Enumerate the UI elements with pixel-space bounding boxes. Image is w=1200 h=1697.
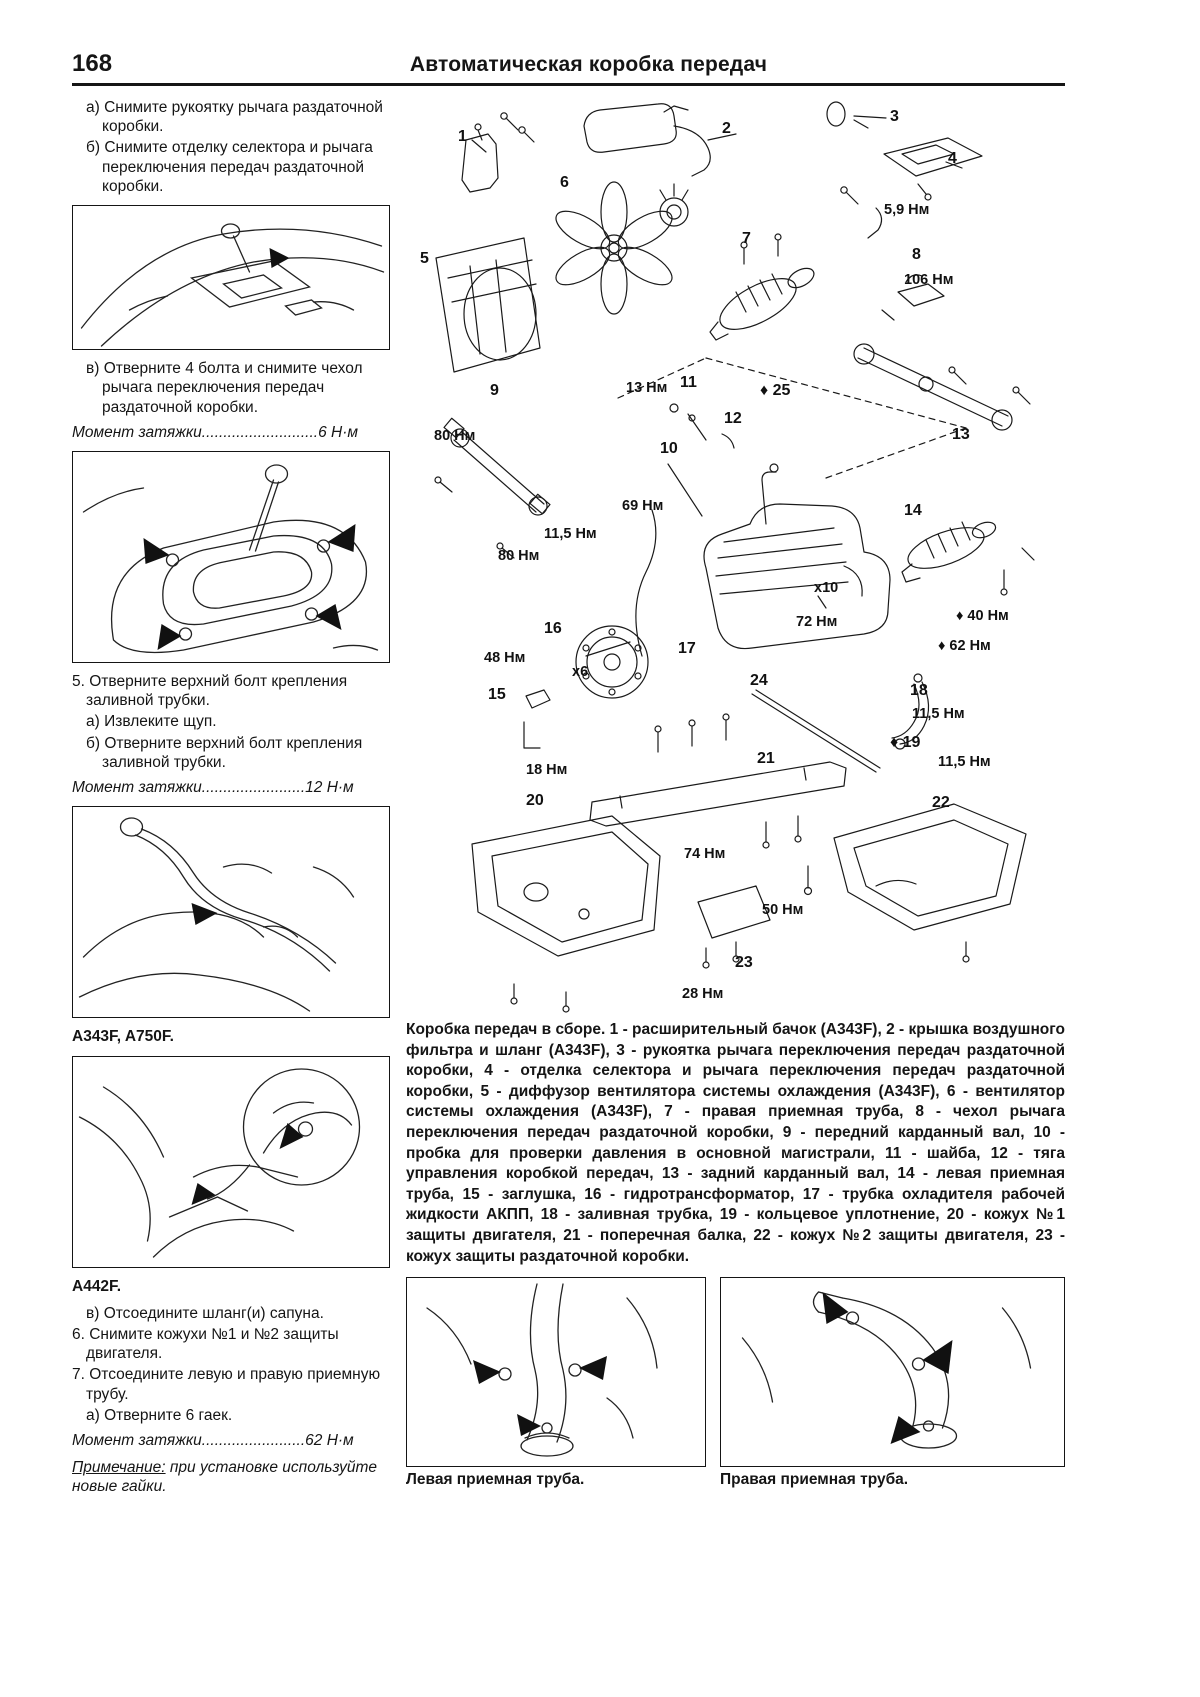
step-text: 7. Отсоедините левую и правую приемную т… xyxy=(72,1366,381,1403)
diagram-label: 23 xyxy=(735,954,753,971)
content-columns: а) Снимите рукоятку рычага раздаточной к… xyxy=(72,96,1065,1497)
step-text: б) Отверните верхний болт крепления зали… xyxy=(86,734,363,771)
model-label: A442F. xyxy=(72,1277,122,1295)
engine-a442f-illustration xyxy=(78,1067,361,1258)
diagram-label: 13 xyxy=(952,426,970,443)
diagram-label: 12 xyxy=(724,410,742,427)
diagram-label: 18 xyxy=(910,682,928,699)
right-pipe-illustration xyxy=(741,1291,1032,1449)
diagram-label: 80 Нм xyxy=(498,548,540,564)
dipstick-illustration xyxy=(78,817,355,1012)
diagram-label: 4 xyxy=(948,150,957,167)
model-label: A343F, A750F. xyxy=(72,1028,174,1046)
bottom-caption-left: Левая приемная труба. xyxy=(406,1471,585,1489)
diagram-label: 106 Нм xyxy=(904,272,954,288)
diagram-label: 3 xyxy=(890,108,899,125)
diagram-label: 17 xyxy=(678,640,696,657)
bottom-caption-right: Правая приемная труба. xyxy=(720,1471,909,1489)
step-text: а) Отверните 6 гаек. xyxy=(86,1406,233,1424)
diagram-label: 9 xyxy=(490,382,499,399)
torque-spec: Момент затяжки........................62… xyxy=(72,1432,354,1450)
diagram-label: 24 xyxy=(750,672,768,689)
diagram-label: 50 Нм xyxy=(762,902,804,918)
diagram-label: 15 xyxy=(488,686,506,703)
figure-shift-console xyxy=(72,205,390,351)
diagram-label: 48 Нм xyxy=(484,650,526,666)
note-text: Примечание: при установке используйте но… xyxy=(72,1458,390,1496)
diagram-label: 69 Нм xyxy=(622,498,664,514)
diagram-label: х10 xyxy=(814,580,839,596)
bottom-figure-left: Левая приемная труба. xyxy=(406,1277,706,1489)
diagram-label: 7 xyxy=(742,230,751,247)
left-column: а) Снимите рукоятку рычага раздаточной к… xyxy=(72,96,390,1497)
shift-boot-illustration xyxy=(82,464,379,654)
bottom-figure-right: Правая приемная труба. xyxy=(720,1277,1065,1489)
diagram-label: х6 xyxy=(572,664,589,680)
diagram-label: 11,5 Нм xyxy=(912,706,965,722)
step-text: 5. Отверните верхний болт крепления зали… xyxy=(72,672,348,710)
step-text: а) Снимите рукоятку рычага раздаточной к… xyxy=(86,99,383,136)
figure-left-intake-pipe xyxy=(406,1277,706,1468)
diagram-label: 80 Нм xyxy=(434,428,476,444)
diagram-label: 13 Нм xyxy=(626,380,668,396)
figure-shift-boot xyxy=(72,450,390,663)
figure-caption: Коробка передач в сборе. 1 - расширитель… xyxy=(406,1021,1065,1265)
diagram-label: ♦ 25 xyxy=(760,382,791,399)
diagram-label: 10 xyxy=(660,440,678,457)
torque-spec: Момент затяжки..........................… xyxy=(72,423,358,441)
diagram-label: 11,5 Нм xyxy=(544,526,597,542)
diagram-label: ♦ 62 Нм xyxy=(938,638,991,654)
diagram-label: 11,5 Нм xyxy=(938,754,991,770)
diagram-label: 2 xyxy=(722,120,731,137)
exploded-diagram-art xyxy=(434,101,1035,1013)
diagram-label: 8 xyxy=(912,246,921,263)
diagram-label: 74 Нм xyxy=(684,846,726,862)
torque-spec: Момент затяжки........................12… xyxy=(72,779,354,797)
diagram-label: 14 xyxy=(904,502,922,519)
diagram-label: ♦ 19 xyxy=(890,734,921,751)
diagram-label: 16 xyxy=(544,620,562,637)
step-text: в) Отсоедините шланг(и) сапуна. xyxy=(86,1304,324,1322)
shift-console-illustration xyxy=(80,223,385,347)
diagram-label: 5,9 Нм xyxy=(884,202,930,218)
diagram-label: 20 xyxy=(526,792,544,809)
diagram-label: 72 Нм xyxy=(796,614,838,630)
figure-engine-a442f xyxy=(72,1055,390,1268)
diagram-label: 1 xyxy=(458,128,467,145)
diagram-label: 11 xyxy=(680,374,697,391)
diagram-label: 18 Нм xyxy=(526,762,568,778)
step-text: б) Снимите отделку селектора и рычага пе… xyxy=(86,139,373,195)
diagram-label: 22 xyxy=(932,794,950,811)
diagram-label: 28 Нм xyxy=(682,986,724,1002)
figure-right-intake-pipe xyxy=(720,1277,1065,1468)
figure-dipstick xyxy=(72,806,390,1019)
diagram-label: 6 xyxy=(560,174,569,191)
left-pipe-illustration xyxy=(426,1283,658,1457)
page-header: 168 Автоматическая коробка передач xyxy=(72,50,1065,86)
note-label: Примечание: xyxy=(72,1459,166,1477)
page-title: Автоматическая коробка передач xyxy=(409,53,768,76)
diagram-label: 5 xyxy=(420,250,429,267)
step-text: а) Извлеките щуп. xyxy=(86,713,217,731)
page-number: 168 xyxy=(72,50,113,77)
bottom-figures: Левая приемная труба. xyxy=(406,1277,1065,1489)
note-body: при установке используйте новые гайки. xyxy=(72,1459,377,1496)
step-text: 6. Снимите кожухи №1 и №2 защиты двигате… xyxy=(72,1325,339,1363)
step-text: в) Отверните 4 болта и снимите чехол рыч… xyxy=(86,360,363,416)
diagram-label: 21 xyxy=(757,750,775,767)
diagram-label: ♦ 40 Нм xyxy=(956,608,1009,624)
